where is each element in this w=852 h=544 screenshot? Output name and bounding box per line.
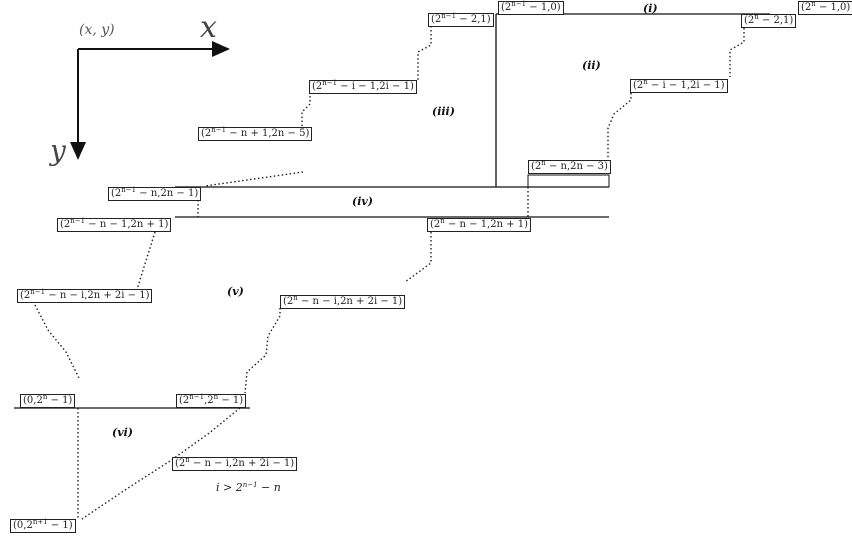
label-top-left-step: (2n−1 − 2,1): [428, 13, 494, 27]
region-vi-label: (vi): [112, 426, 133, 439]
label-left-low: (2n−1 − n + 1,2n − 5): [198, 127, 313, 141]
stair-ii-lower: [607, 93, 632, 158]
stair-v-right-upper: [404, 232, 432, 283]
region-ii-label: (ii): [582, 59, 601, 72]
label-top-mid: (2n−1 − 1,0): [498, 1, 564, 15]
label-bottom: (0,2n+1 − 1): [10, 519, 76, 533]
right-low-box-lower: [527, 174, 610, 188]
label-iv-left: (2n−1 − n,2n − 1): [108, 187, 202, 201]
label-top-right: (2n − 1,0): [798, 1, 852, 15]
label-right-low: (2n − n,2n − 3): [528, 160, 611, 174]
label-v-right-mid: (2n − n − i,2n + 2i − 1): [280, 295, 406, 309]
region-i-label: (i): [643, 2, 658, 15]
stair-iii-mid: [301, 96, 311, 128]
label-right-step1: (2n − 2,1): [741, 14, 797, 28]
y-axis-label: y: [50, 134, 66, 167]
stair-ii-upper: [729, 24, 745, 77]
region-v-label: (v): [227, 285, 244, 298]
region-iii-label: (iii): [432, 105, 455, 118]
origin-label: (x, y): [79, 22, 115, 38]
stair-v-right-lower: [244, 308, 281, 394]
label-left-mid: (2n−1 − i − 1,2i − 1): [309, 80, 417, 94]
region-iv-label: (iv): [352, 195, 373, 208]
stair-iii-lower: [204, 171, 304, 187]
label-v-left-top: (2n−1 − n − 1,2n + 1): [57, 218, 172, 232]
stair-v-left-upper: [136, 231, 156, 291]
condition-note: i > 2n−1 − n: [216, 481, 281, 494]
x-axis-label: x: [200, 10, 217, 45]
stair-iii-upper: [417, 22, 432, 82]
label-v-right-top: (2n − n − 1,2n + 1): [427, 218, 532, 232]
stair-v-left-lower: [34, 304, 81, 381]
label-vi-mid: (2n − n − i,2n + 2i − 1): [172, 457, 298, 471]
label-vi-right: (2n−1,2n − 1): [176, 394, 247, 408]
label-v-left-mid: (2n−1 − n − i,2n + 2i − 1): [17, 289, 153, 303]
label-right-mid: (2n − i − 1,2i − 1): [630, 79, 728, 93]
label-vi-left: (0,2n − 1): [20, 394, 76, 408]
